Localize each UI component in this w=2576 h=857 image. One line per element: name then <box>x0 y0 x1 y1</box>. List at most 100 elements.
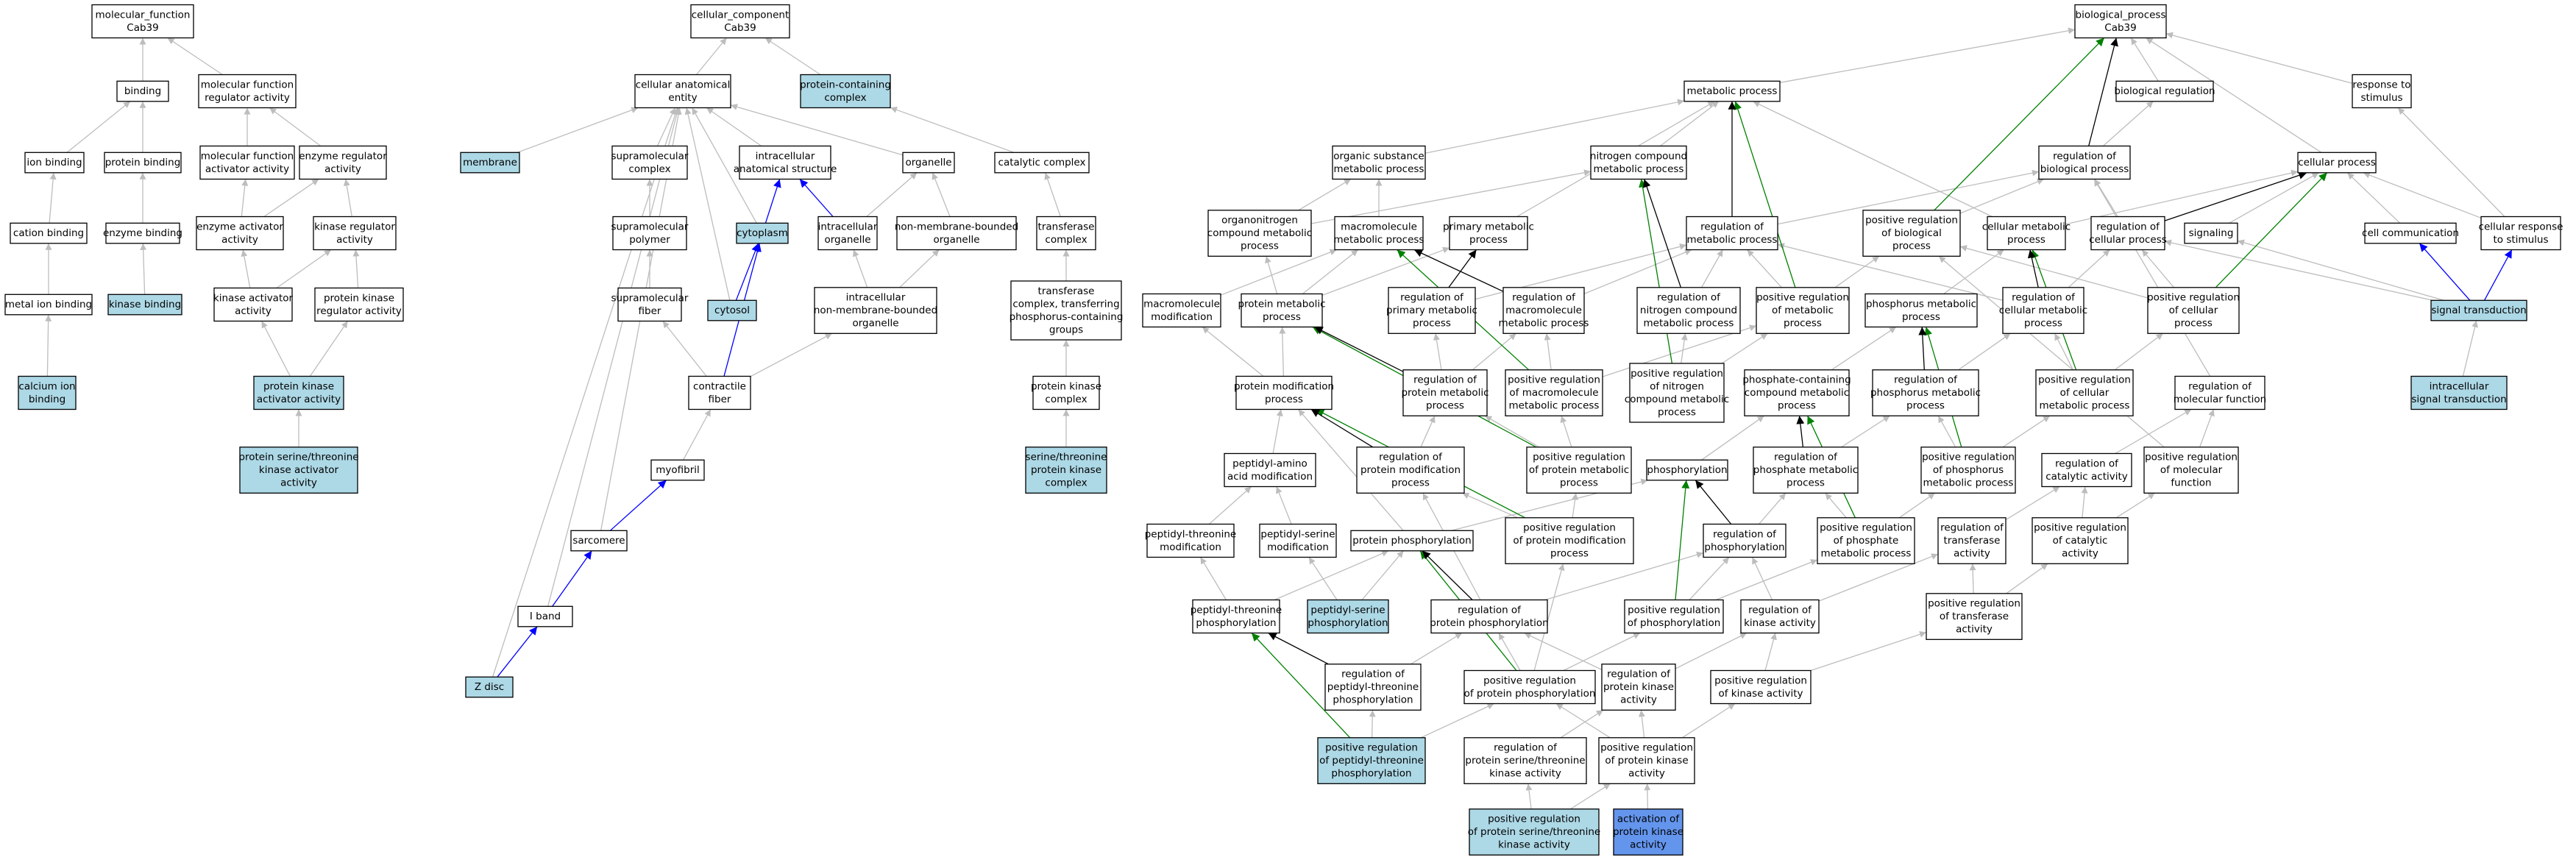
go-term-node[interactable]: organelle <box>902 152 955 174</box>
go-term-node[interactable]: phosphorylation <box>1646 459 1728 481</box>
go-term-node[interactable]: kinase binding <box>107 294 182 316</box>
go-term-node[interactable]: signaling <box>2184 222 2238 244</box>
go-term-node[interactable]: ion binding <box>24 152 85 174</box>
go-term-node[interactable]: cytoplasm <box>736 222 789 244</box>
go-term-node[interactable]: myofibril <box>650 459 705 481</box>
go-term-node[interactable]: cation binding <box>10 222 88 244</box>
go-term-node[interactable]: cellular process <box>2297 152 2377 174</box>
go-term-node[interactable]: protein binding <box>104 152 182 174</box>
go-term-node[interactable]: I band <box>517 605 573 627</box>
go-term-node[interactable]: metal ion binding <box>4 294 93 316</box>
go-term-node[interactable]: catalytic complex <box>994 152 1090 174</box>
go-term-node[interactable]: sarcomere <box>570 530 628 552</box>
go-term-node[interactable]: Z disc <box>465 676 514 698</box>
go-term-node[interactable]: biological regulation <box>2114 80 2215 102</box>
go-term-node[interactable]: cell communication <box>2362 222 2459 244</box>
go-term-node[interactable]: protein phosphorylation <box>1350 530 1474 552</box>
go-term-node[interactable]: enzyme binding <box>103 222 182 244</box>
go-term-node[interactable]: metabolic process <box>1683 80 1781 102</box>
go-term-node[interactable]: signal transduction <box>2430 299 2527 321</box>
go-term-node[interactable]: regulation ofpeptidyl-threoninephosphory… <box>1324 664 1422 711</box>
go-term-node[interactable]: intracellularnon-membrane-boundedorganel… <box>814 287 937 334</box>
go-term-node[interactable]: membrane <box>460 152 520 174</box>
go-term-node[interactable]: cytosol <box>707 299 757 321</box>
